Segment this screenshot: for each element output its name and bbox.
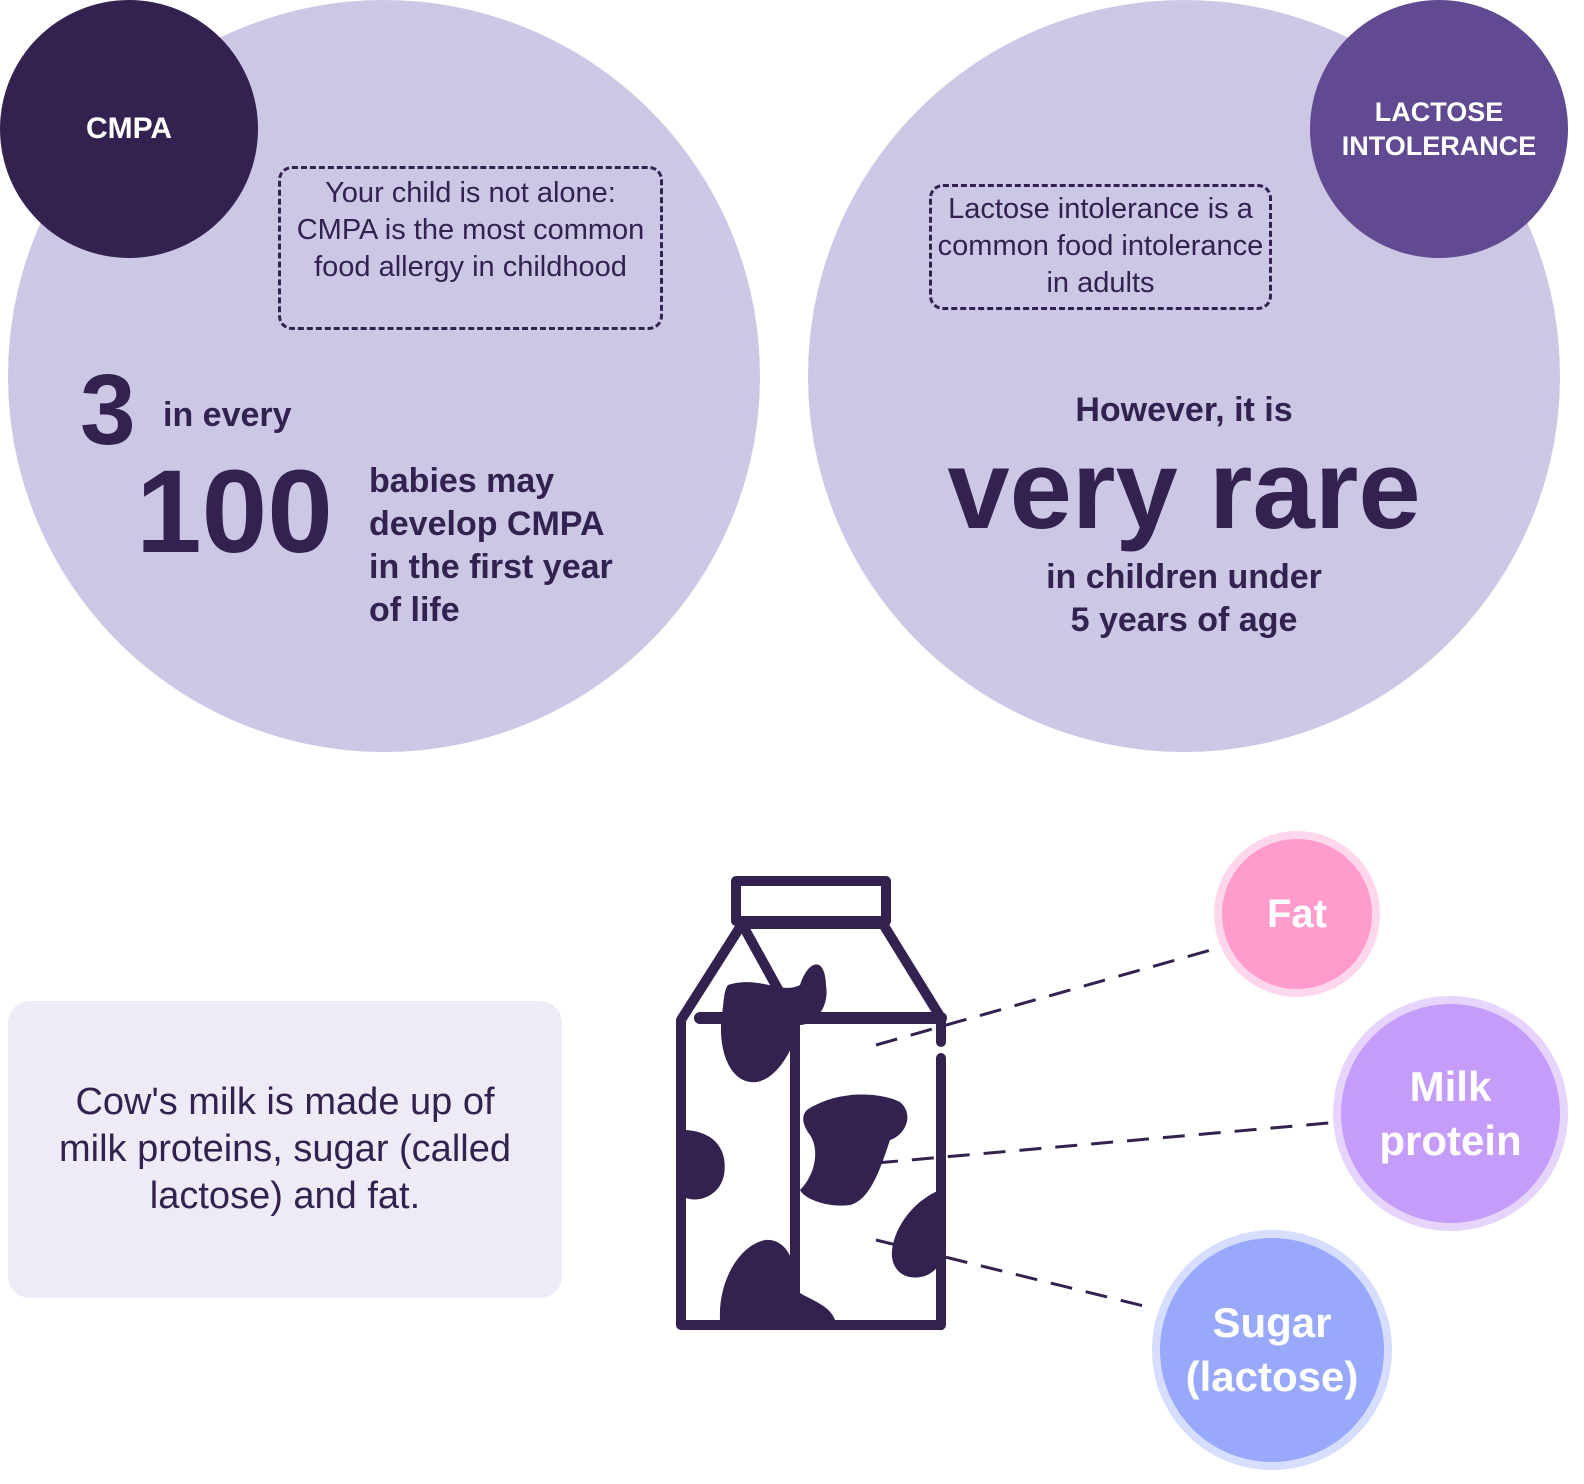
lactose-children-line2: 5 years of age <box>1070 601 1298 639</box>
cmpa-stat-small-number: 3 <box>80 354 136 466</box>
milk-description-text: Cow's milk is made up of milk proteins, … <box>59 1081 511 1217</box>
cmpa-badge: CMPA <box>0 0 258 258</box>
fat-label: Fat <box>1267 891 1327 936</box>
sugar-label-line2: (lactose) <box>1185 1353 1359 1400</box>
sugar-bubble: Sugar (lactose) <box>1152 1230 1392 1470</box>
milk-carton-icon <box>676 876 947 1330</box>
lactose-children-line1: in children under <box>1046 558 1322 596</box>
fat-connector-line <box>875 946 1219 1047</box>
cmpa-note-text: Your child is not alone: CMPA is the mos… <box>296 177 645 283</box>
sugar-label-line1: Sugar <box>1212 1299 1332 1346</box>
cmpa-stat-in-every: in every <box>163 396 292 434</box>
cmpa-stat-big-number: 100 <box>136 446 333 578</box>
lactose-note-text: Lactose intolerance is a common food int… <box>937 193 1264 299</box>
protein-bubble: Milk protein <box>1333 996 1568 1231</box>
lactose-badge: LACTOSE INTOLERANCE <box>1310 0 1568 258</box>
cmpa-stat-description: babies may develop CMPA in the first yea… <box>369 462 613 629</box>
lactose-badge-line1: LACTOSE <box>1374 97 1504 127</box>
cmpa-note-box: Your child is not alone: CMPA is the mos… <box>278 166 663 330</box>
cmpa-badge-label: CMPA <box>85 112 173 145</box>
milk-description-panel: Cow's milk is made up of milk proteins, … <box>8 1001 562 1298</box>
lactose-however: However, it is <box>1075 391 1293 429</box>
fat-bubble: Fat <box>1214 831 1380 997</box>
lactose-badge-line2: INTOLERANCE <box>1341 131 1537 161</box>
lactose-very-rare: very rare <box>947 427 1421 552</box>
lactose-note-box: Lactose intolerance is a common food int… <box>929 184 1272 310</box>
protein-connector-line <box>875 1120 1341 1165</box>
protein-label-line2: protein <box>1379 1116 1522 1164</box>
protein-label-line1: Milk <box>1409 1062 1492 1110</box>
